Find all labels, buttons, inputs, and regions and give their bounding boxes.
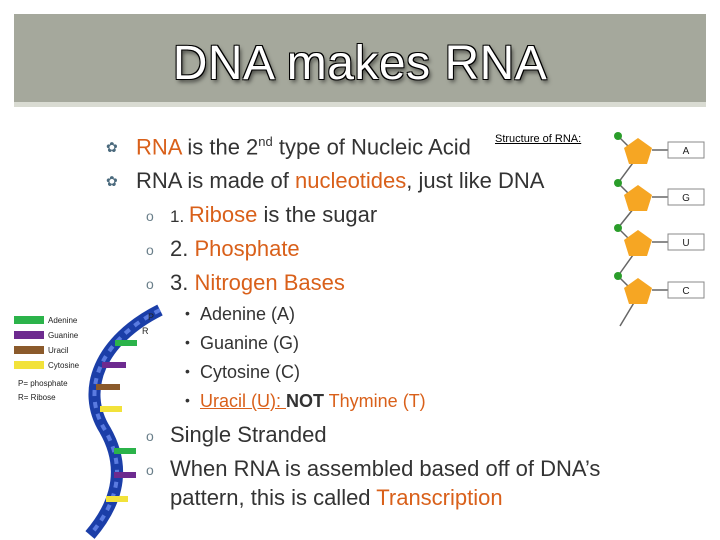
dot-bullet-icon: • xyxy=(185,363,190,379)
uracil-label: Uracil (U): xyxy=(200,391,286,411)
base-rung xyxy=(114,448,136,454)
base-cytosine: Cytosine (C) xyxy=(200,362,301,382)
slide-title: DNA makes RNA xyxy=(172,37,548,90)
guanine-swatch xyxy=(14,331,44,339)
strand-r-label: R xyxy=(142,326,149,336)
sub-bullet-icon: o xyxy=(146,208,154,224)
sub-bullet-icon: o xyxy=(146,242,154,258)
sub-bullet-1-post: is the sugar xyxy=(257,202,378,227)
sub-bullet-1-highlight: Ribose xyxy=(188,202,258,227)
legend-uracil: Uracil xyxy=(48,346,69,355)
bullet-icon: ✿ xyxy=(106,139,118,155)
dot-bullet-icon: • xyxy=(185,334,190,350)
sub-bullet-2-highlight: Phosphate xyxy=(194,236,300,261)
sub-bullet-3-num: 3. xyxy=(170,270,195,295)
base-label-c: C xyxy=(682,286,689,297)
ribose-sugar xyxy=(624,278,652,304)
base-rung xyxy=(106,496,128,502)
bullet-2-mid: is made of xyxy=(181,168,295,193)
transcription-pre: pattern, this is called xyxy=(170,485,377,510)
sub-bullet-icon: o xyxy=(146,462,154,478)
bullet-1-rna: RNA xyxy=(136,134,182,160)
base-label-u: U xyxy=(682,238,689,249)
base-rung xyxy=(114,472,136,478)
sub-bullet-transcription-line2: pattern, this is called Transcription xyxy=(170,485,503,511)
uracil-not: NOT xyxy=(286,391,324,411)
cytosine-swatch xyxy=(14,361,44,369)
dot-bullet-icon: • xyxy=(185,305,190,321)
phosphate-dot xyxy=(614,132,622,140)
uracil-thymine: Thymine (T) xyxy=(324,391,426,411)
sub-bullet-ribose: 1. Ribose is the sugar xyxy=(170,202,377,228)
sub-bullet-phosphate: 2. Phosphate xyxy=(170,236,300,262)
base-uracil: Uracil (U): NOT Thymine (T) xyxy=(200,391,426,412)
adenine-swatch xyxy=(14,316,44,324)
bullet-icon: ✿ xyxy=(106,173,118,189)
legend-ribose: R= Ribose xyxy=(18,393,56,402)
sub-bullet-1-num: 1. xyxy=(170,207,189,226)
base-rung xyxy=(96,384,120,390)
ribose-sugar xyxy=(624,138,652,164)
legend-guanine: Guanine xyxy=(48,331,79,340)
base-rung xyxy=(102,362,126,368)
bullet-1-post: type of Nucleic Acid xyxy=(272,134,471,160)
ribose-sugar xyxy=(624,230,652,256)
sub-bullet-single-stranded: Single Stranded xyxy=(170,422,327,447)
sub-bullet-bases: 3. Nitrogen Bases xyxy=(170,270,345,296)
base-box-u xyxy=(667,233,705,251)
sub-bullet-icon: o xyxy=(146,428,154,444)
sub-bullet-2-num: 2. xyxy=(170,236,195,261)
base-box-a xyxy=(667,141,705,159)
sub-bullet-icon: o xyxy=(146,276,154,292)
bullet-1-mid: is the 2 xyxy=(181,134,259,160)
title-bar: DNA makes RNA xyxy=(14,14,706,107)
sub-bullet-3-highlight: Nitrogen Bases xyxy=(194,270,345,295)
phosphate-dot xyxy=(614,179,622,187)
base-rung xyxy=(100,406,122,412)
dot-bullet-icon: • xyxy=(185,392,190,408)
bullet-1: RNA is the 2nd type of Nucleic Acid xyxy=(136,134,471,160)
base-label-a: A xyxy=(683,146,690,157)
sub-bullet-transcription-line1: When RNA is assembled based off of DNA’s xyxy=(170,456,601,481)
bullet-2-rna: RNA xyxy=(136,168,182,193)
bullet-2-highlight: nucleotides xyxy=(294,168,407,193)
rna-structure-figure: A G U C xyxy=(614,132,705,327)
base-box-g xyxy=(667,188,705,206)
legend-phosphate: P= phosphate xyxy=(18,379,68,388)
rna-strand-illustration: Adenine Guanine Uracil Cytosine P= phosp… xyxy=(14,304,163,539)
base-label-g: G xyxy=(682,193,690,204)
transcription-highlight: Transcription xyxy=(376,485,503,510)
legend-cytosine: Cytosine xyxy=(48,361,80,370)
bullet-1-sup: nd xyxy=(258,134,273,149)
phosphate-dot xyxy=(614,224,622,232)
bullet-2: RNA is made of nucleotides, just like DN… xyxy=(136,168,544,194)
uracil-swatch xyxy=(14,346,44,354)
phosphate-dot xyxy=(614,272,622,280)
base-adenine: Adenine (A) xyxy=(200,304,296,324)
base-guanine: Guanine (G) xyxy=(200,333,300,353)
rna-structure-label: Structure of RNA: xyxy=(493,133,584,145)
base-box-c xyxy=(667,281,705,299)
ribose-sugar xyxy=(624,185,652,211)
legend-adenine: Adenine xyxy=(48,316,78,325)
bullet-2-post: , just like DNA xyxy=(406,168,545,193)
strand-p-label: P xyxy=(148,312,154,322)
base-rung xyxy=(115,340,137,346)
